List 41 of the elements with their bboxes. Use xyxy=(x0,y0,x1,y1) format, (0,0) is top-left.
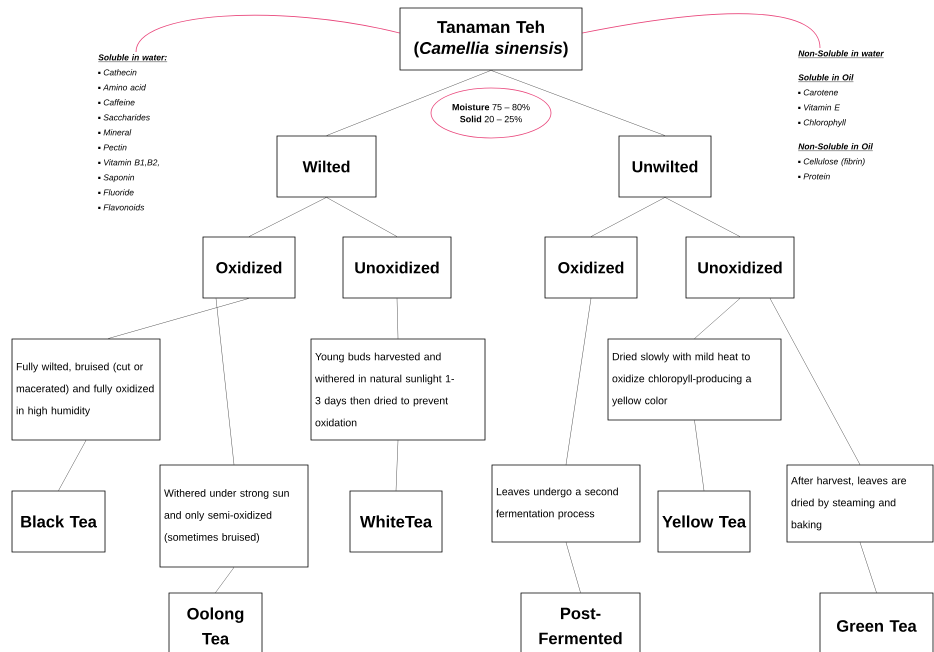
connector-line xyxy=(860,542,877,593)
connector-line xyxy=(396,298,398,339)
connector-line xyxy=(694,298,740,339)
category-box: Unwilted xyxy=(618,136,712,198)
connector-line xyxy=(215,567,234,593)
description-box: Young buds harvested and withered in natural sunlight 1-3 days then dried to prevent oxidation xyxy=(310,338,486,440)
category-box: Oxidized xyxy=(202,236,296,298)
tea-type-box: Yellow Tea xyxy=(658,490,750,552)
root-box: Tanaman Teh (Camellia sinensis) xyxy=(400,8,582,70)
category-box: Unoxidized xyxy=(342,236,452,298)
text-list: Non-Soluble in water Soluble in Oil Carotene Vitamin E Chlorophyll Non-Soluble in Oil Cellulose (fibrin) Protein xyxy=(798,50,884,180)
description-box: After harvest, leaves are dried by steaming and baking xyxy=(786,464,934,542)
connector-line xyxy=(590,197,666,237)
connector-line xyxy=(58,440,86,491)
connector-line xyxy=(490,70,666,136)
connector-line xyxy=(582,13,820,48)
connector-line xyxy=(216,298,234,465)
connector-line xyxy=(326,197,398,237)
connector-line xyxy=(136,14,400,52)
tea-type-box: Post-Fermented xyxy=(520,592,640,652)
connector-line xyxy=(326,70,492,136)
connector-line xyxy=(770,298,860,465)
tea-type-box: Oolong Tea xyxy=(168,592,262,652)
tea-type-box: Green Tea xyxy=(820,592,934,652)
tea-type-box: Black Tea xyxy=(12,490,106,552)
tea-type-box: WhiteTea xyxy=(350,490,442,552)
description-box: Withered under strong sun and only semi-oxidized (sometimes bruised) xyxy=(160,464,308,568)
connector-line xyxy=(248,197,327,237)
category-box: Oxidized xyxy=(544,236,638,298)
description-box: Dried slowly with mild heat to oxidize chloropyll-producing a yellow color xyxy=(608,338,782,420)
connector-line xyxy=(396,440,398,491)
connector-line xyxy=(694,420,704,491)
category-box: Wilted xyxy=(276,136,376,198)
category-box: Unoxidized xyxy=(686,236,794,298)
connector-line xyxy=(566,298,592,465)
text-list: Soluble in water: Cathecin Amino acid Caffeine Saccharides Mineral Pectin Vitamin B1,B2, Saponin Fluoride Flavonoids xyxy=(98,54,168,210)
connector-line xyxy=(566,542,581,593)
description-box: Leaves undergo a second fermentation process xyxy=(492,464,640,542)
connector-line xyxy=(664,197,740,237)
connector-line xyxy=(108,298,250,339)
description-box: Fully wilted, bruised (cut or macerated) and fully oxidized in high humidity xyxy=(12,338,160,440)
